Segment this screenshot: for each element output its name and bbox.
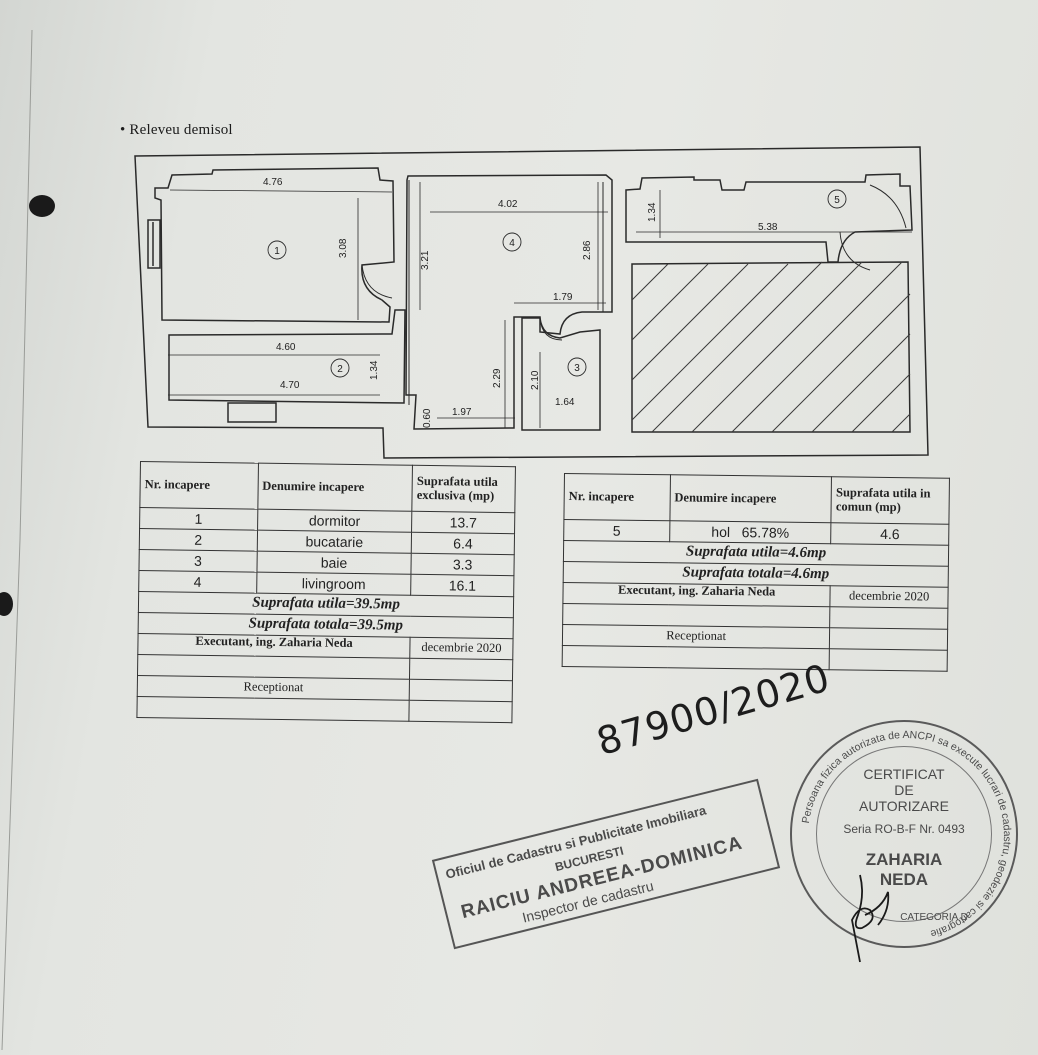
dim-label: 4.60 xyxy=(276,342,296,353)
certificate-series: Seria RO-B-F Nr. 0493 xyxy=(843,822,965,836)
room-4-inner-lines xyxy=(408,180,604,405)
punch-hole xyxy=(29,195,55,217)
room-number: 3 xyxy=(574,363,580,374)
column-header: Suprafata utila in comun (mp) xyxy=(831,476,950,525)
room-area: 13.7 xyxy=(411,511,515,534)
room-marker-5 xyxy=(827,189,847,209)
blank-row xyxy=(136,696,513,723)
dim-label: 3.21 xyxy=(420,250,431,270)
column-header: Nr. incapere xyxy=(139,461,259,510)
room-number: 4 xyxy=(509,238,515,249)
room-share: 65.78% xyxy=(741,523,790,541)
certificate-stamp-ring: Persoana fizica autorizata de ANCPI sa e… xyxy=(800,729,1013,940)
room-name: dormitor xyxy=(257,509,413,533)
dim-label: 1.97 xyxy=(452,407,472,418)
room-number: 1 xyxy=(274,246,280,257)
column-header: Denumire incapere xyxy=(669,474,832,523)
certificate-stamp-inner-ring xyxy=(816,746,992,922)
certificate-line: DE xyxy=(894,782,914,798)
certificate-line: AUTORIZARE xyxy=(859,798,949,814)
dim-label: 2.29 xyxy=(492,368,503,388)
certificate-name: ZAHARIA xyxy=(865,850,943,869)
room-area: 16.1 xyxy=(410,574,514,597)
dim-label: 2.86 xyxy=(582,240,593,260)
room-1-walls xyxy=(154,167,395,323)
executant-date: decembrie 2020 xyxy=(830,585,949,609)
dim-label: 4.76 xyxy=(263,177,283,188)
window-1 xyxy=(147,219,161,269)
window-2 xyxy=(227,402,277,423)
door-1-swing xyxy=(361,264,393,299)
dim-label: 1.64 xyxy=(555,397,575,408)
room-nr: 1 xyxy=(139,507,258,531)
certificate-category: CATEGORIA D xyxy=(900,912,968,923)
column-header: Suprafata utila exclusiva (mp) xyxy=(412,465,516,513)
room-name: hol xyxy=(711,523,731,540)
door-3-swing xyxy=(539,317,563,341)
certificate-name: NEDA xyxy=(879,870,929,889)
page-title: • Releveu demisol xyxy=(120,122,233,138)
room-nr: 2 xyxy=(139,528,258,552)
door-5b-swing xyxy=(839,231,871,271)
page-title-text: Releveu demisol xyxy=(129,122,233,138)
room-nr: 4 xyxy=(138,570,257,594)
hatch-lines xyxy=(631,261,911,433)
room-5-walls xyxy=(625,173,913,263)
dim-label: 1.34 xyxy=(369,360,380,380)
room-4-walls xyxy=(405,174,613,430)
building-outline xyxy=(134,146,929,459)
signature xyxy=(851,874,890,963)
room-area: 4.6 xyxy=(830,522,949,546)
dim-label: 5.38 xyxy=(758,222,778,233)
room-number: 5 xyxy=(834,195,840,206)
dim-label: 1.34 xyxy=(647,202,658,222)
table-exclusive-area: Nr. incapere Denumire incapere Suprafata… xyxy=(136,461,516,723)
dim-label: 1.79 xyxy=(553,292,573,303)
room-marker-4 xyxy=(502,232,522,252)
certificate-stamp: Persoana fizica autorizata de ANCPI sa e… xyxy=(790,720,1018,948)
room-name-share: hol 65.78% xyxy=(669,520,832,544)
room-marker-2 xyxy=(330,358,350,378)
executant-date: decembrie 2020 xyxy=(409,637,514,660)
certificate-line: CERTIFICAT xyxy=(863,766,945,782)
room-2-walls xyxy=(168,309,406,404)
dim-label: 2.10 xyxy=(530,370,541,390)
room-area: 3.3 xyxy=(411,553,515,576)
dim-label: 3.08 xyxy=(338,238,349,258)
dim-label: 4.70 xyxy=(280,380,300,391)
column-header: Denumire incapere xyxy=(257,463,413,512)
door-5a-swing xyxy=(869,184,907,229)
room-nr: 3 xyxy=(138,549,257,573)
room-name: baie xyxy=(256,551,412,575)
column-header: Nr. incapere xyxy=(563,473,671,521)
table-common-area: Nr. incapere Denumire incapere Suprafata… xyxy=(562,473,950,672)
table-header-row: Nr. incapere Denumire incapere Suprafata… xyxy=(563,473,950,525)
dim-label: 0.60 xyxy=(422,408,433,428)
room-nr: 5 xyxy=(563,519,670,542)
room-area: 6.4 xyxy=(411,532,515,555)
room-name: livingroom xyxy=(256,572,412,596)
room-name: bucatarie xyxy=(256,530,412,554)
punch-hole xyxy=(0,592,13,616)
room-marker-3 xyxy=(567,357,587,377)
dim-label: 4.02 xyxy=(498,199,518,210)
blank-row xyxy=(562,645,948,672)
room-number: 2 xyxy=(337,364,343,375)
room-marker-1 xyxy=(267,240,287,260)
hatched-area xyxy=(631,261,911,433)
dim-line-4-76 xyxy=(169,189,393,193)
page-fold xyxy=(1,29,33,1051)
table-header-row: Nr. incapere Denumire incapere Suprafata… xyxy=(139,461,516,513)
